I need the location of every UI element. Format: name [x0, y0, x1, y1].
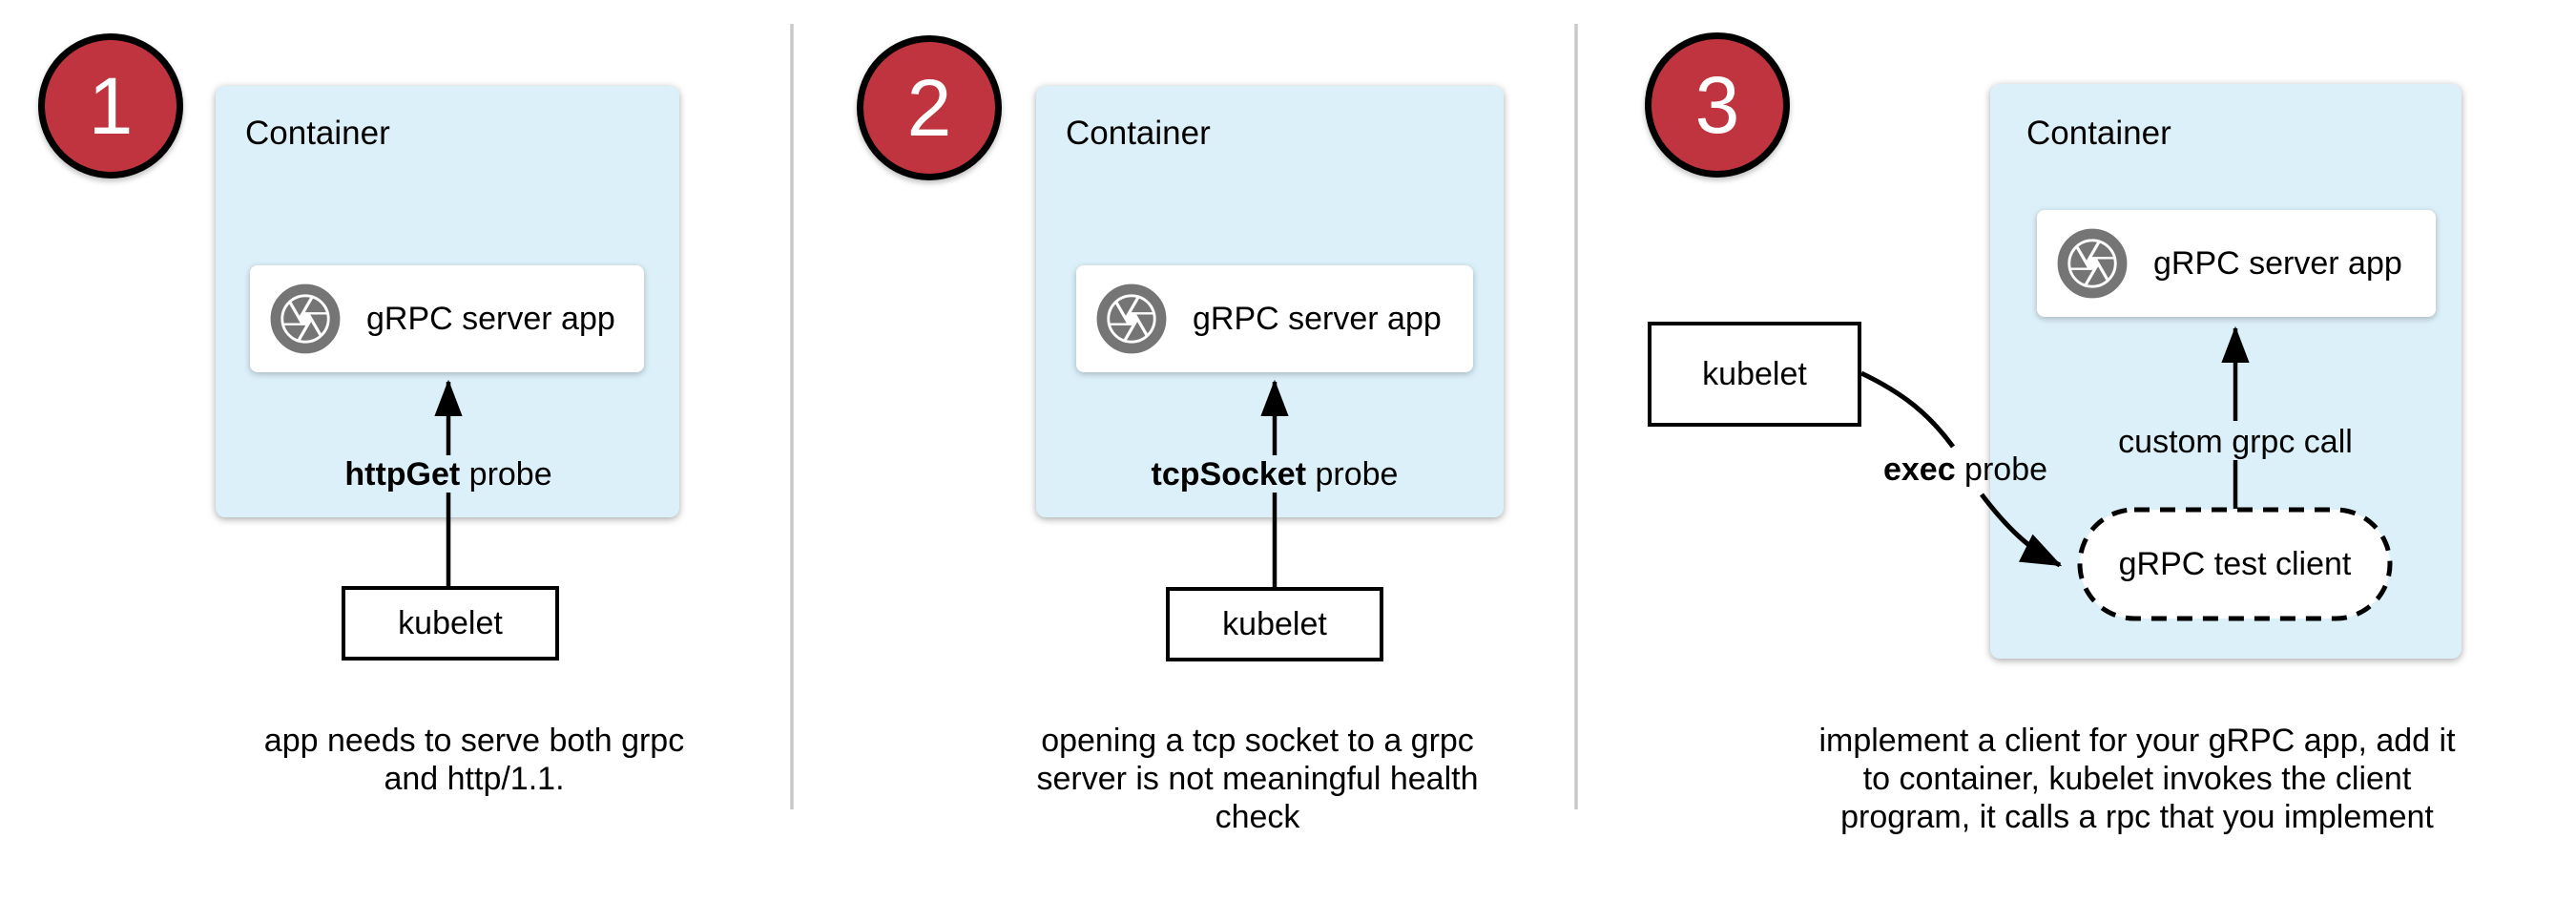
kubelet-box-3: kubelet: [1648, 322, 1861, 427]
curve-exec-probe-upper: [1859, 370, 1956, 449]
container-label-2: Container: [1066, 115, 1211, 152]
custom-grpc-call-label: custom grpc call: [2118, 424, 2353, 460]
probe-word-3: probe: [1955, 451, 2048, 488]
grpc-server-app-box-1: gRPC server app: [250, 265, 644, 372]
kubelet-label-1: kubelet: [398, 604, 503, 641]
step-3-number: 3: [1694, 60, 1740, 150]
step-3-badge: 3: [1645, 32, 1790, 178]
probe-word-1: probe: [460, 456, 552, 493]
kubelet-label-2: kubelet: [1222, 605, 1327, 642]
grpc-server-app-box-2: gRPC server app: [1076, 265, 1473, 372]
kubelet-label-3: kubelet: [1702, 355, 1807, 392]
probe-kind-3: exec: [1882, 451, 1956, 488]
grpc-server-app-label-2: gRPC server app: [1193, 300, 1442, 337]
kubelet-box-2: kubelet: [1166, 587, 1383, 661]
probe-word-2: probe: [1306, 456, 1399, 493]
grpc-test-client-label: gRPC test client: [2080, 510, 2390, 619]
aperture-icon: [1096, 283, 1167, 354]
kubelet-box-1: kubelet: [342, 586, 559, 661]
step-2-number: 2: [906, 63, 952, 153]
step-2-badge: 2: [857, 35, 1002, 180]
container-label-1: Container: [245, 115, 390, 152]
httpget-probe-label: httpGet probe: [258, 455, 639, 493]
exec-probe-label: exec probe: [1822, 451, 2109, 489]
grpc-test-client-shape: [2077, 507, 2393, 621]
caption-3: implement a client for your gRPC app, ad…: [1818, 723, 2456, 835]
step-1-number: 1: [88, 61, 134, 151]
tcpsocket-probe-label: tcpSocket probe: [1084, 455, 1465, 493]
caption-2: opening a tcp socket to a grpc server is…: [1036, 723, 1479, 835]
grpc-test-client-text: gRPC test client: [2118, 545, 2352, 582]
grpc-server-app-label-1: gRPC server app: [366, 300, 615, 337]
aperture-icon: [270, 283, 341, 354]
probe-kind-1: httpGet: [344, 456, 461, 493]
probe-kind-2: tcpSocket: [1151, 456, 1307, 493]
aperture-icon: [2057, 228, 2128, 299]
curve-exec-probe-lower: [1980, 493, 2063, 568]
grpc-server-app-box-3: gRPC server app: [2037, 210, 2436, 317]
caption-1: app needs to serve both grpc and http/1.…: [263, 723, 685, 797]
grpc-server-app-label-3: gRPC server app: [2153, 244, 2402, 282]
step-1-badge: 1: [38, 33, 183, 178]
container-label-3: Container: [2026, 115, 2171, 152]
